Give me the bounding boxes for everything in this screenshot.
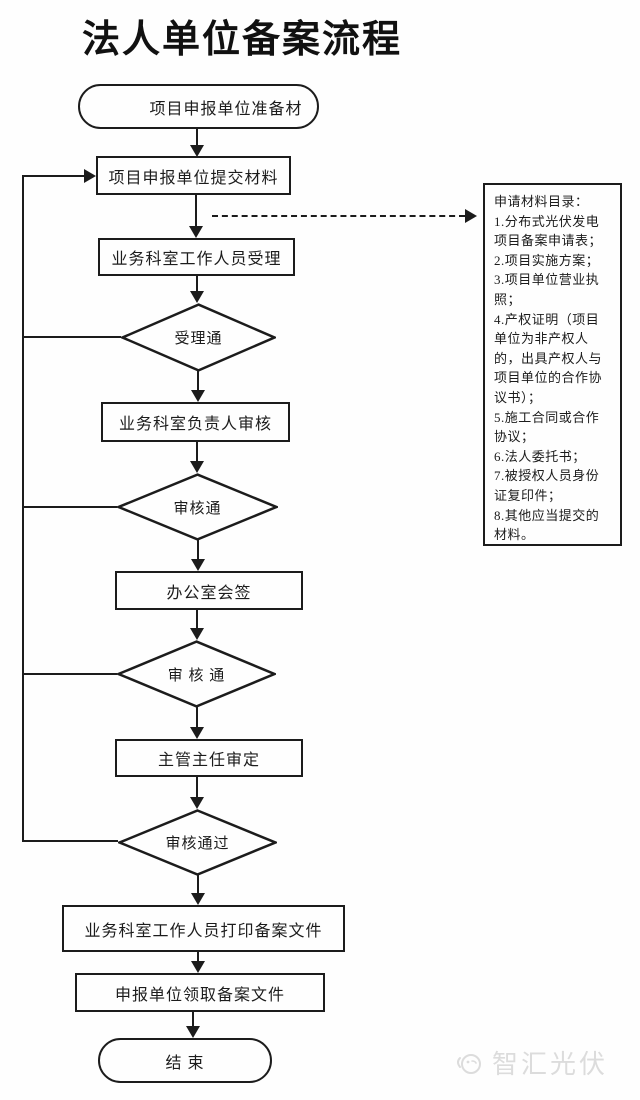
connector-receive-end-line [192,1011,194,1026]
connector-accept-d1-arrowhead-icon [190,291,204,303]
feedback-d3-line [22,673,117,675]
connector-countersign-d3-line [196,609,198,628]
node-countersign: 办公室会签 [115,571,303,610]
connector-director-d4-line [196,776,198,797]
connector-d1-review-arrowhead-icon [191,390,205,402]
diamond-shape-icon [117,473,278,541]
node-review-pass-label: 审核通 [173,500,222,517]
node-submit: 项目申报单位提交材料 [96,156,291,195]
connector-accept-d1-line [196,275,198,292]
connector-materials-dashed-line [212,215,465,217]
watermark-logo-icon [457,1053,481,1074]
node-accept-pass-label: 受理通 [174,331,223,347]
feedback-d2-line [22,506,117,508]
connector-start-submit-arrowhead-icon [190,145,204,157]
feedback-to-submit-arrowhead-icon [84,169,96,183]
node-print-label: 业务科室工作人员打印备案文件 [84,922,323,940]
watermark-text: 智汇光伏 [492,1049,609,1079]
node-director: 主管主任审定 [115,739,303,777]
connector-d1-review-line [197,371,199,390]
node-review-pass-decision: 审核通 [117,473,278,541]
node-accept-pass-decision: 受理通 [121,303,276,372]
node-receive: 申报单位领取备案文件 [75,973,325,1012]
connector-receive-end-arrowhead-icon [186,1026,200,1038]
node-start: 项目申报单位准备材 [78,84,319,129]
connector-d3-director-arrowhead-icon [190,727,204,739]
node-countersign-pass-label: 审 核 通 [167,667,226,684]
node-accept-label: 业务科室工作人员受理 [111,251,282,268]
materials-panel: 申请材料目录： 1.分布式光伏发电 项目备案申请表； 2.项目实施方案； 3.项… [483,183,622,546]
connector-d4-print-arrowhead-icon [191,893,205,905]
connector-start-submit-line [196,128,198,146]
node-director-label: 主管主任审定 [157,752,260,769]
connector-review-d2-line [196,441,198,461]
feedback-vertical-line [22,176,24,842]
feedback-to-submit-line [22,175,84,177]
node-submit-label: 项目申报单位提交材料 [108,169,279,187]
node-receive-label: 申报单位领取备案文件 [114,986,285,1004]
connector-d2-countersign-line [197,540,199,559]
node-end-label: 结 束 [165,1054,205,1072]
connector-director-d4-arrowhead-icon [190,797,204,809]
node-countersign-pass-decision: 审 核 通 [117,640,276,708]
diamond-shape-icon [117,640,276,708]
connector-d4-print-line [197,875,199,893]
connector-print-receive-line [197,951,199,961]
page-title: 法人单位备案流程 [82,19,403,61]
diamond-shape-icon [121,303,276,372]
diamond-shape-icon [118,809,277,876]
node-start-label: 项目申报单位准备材 [149,100,303,118]
feedback-d1-line [22,336,121,338]
node-final-pass-decision: 审核通过 [118,809,277,876]
connector-materials-arrowhead-icon [465,209,477,223]
node-final-pass-label: 审核通过 [165,836,230,852]
connector-countersign-d3-arrowhead-icon [190,628,204,640]
connector-d3-director-line [196,707,198,727]
node-countersign-label: 办公室会签 [166,584,252,602]
connector-submit-accept-arrowhead-icon [189,226,203,238]
node-end: 结 束 [98,1038,272,1083]
node-print: 业务科室工作人员打印备案文件 [62,905,345,952]
connector-print-receive-arrowhead-icon [191,961,205,973]
node-review-label: 业务科室负责人审核 [118,416,272,433]
connector-d2-countersign-arrowhead-icon [191,559,205,571]
node-accept: 业务科室工作人员受理 [98,238,295,276]
connector-submit-accept-line [195,194,197,227]
watermark: 智汇光伏 [452,1044,608,1081]
connector-review-d2-arrowhead-icon [190,461,204,473]
feedback-d4-line [22,840,118,842]
node-review: 业务科室负责人审核 [101,402,290,442]
